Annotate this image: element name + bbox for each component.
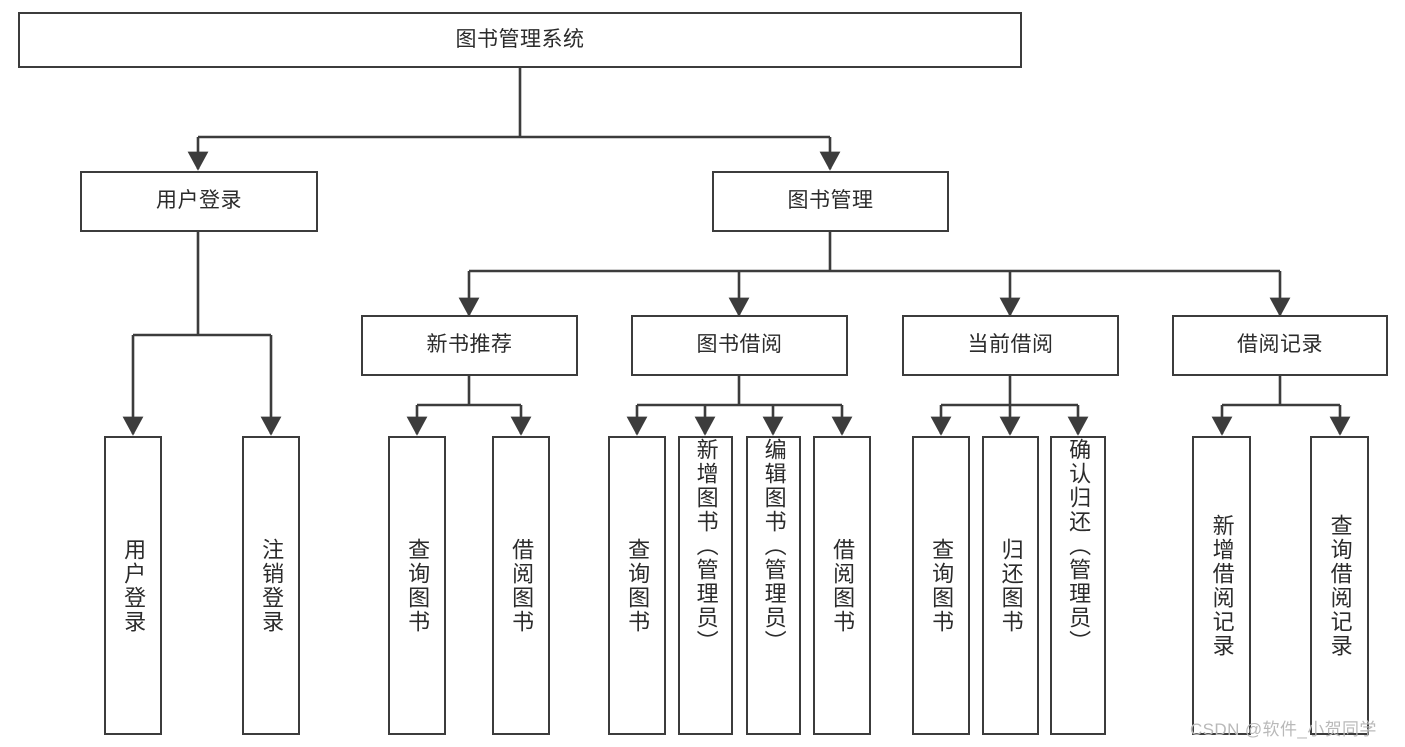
node-leaf-logout-label: 注销登录	[259, 537, 285, 634]
node-leaf-add-book[interactable]: 新增图书（管理员）	[678, 436, 733, 735]
node-user-login[interactable]: 用户登录	[80, 171, 318, 232]
node-leaf-confirm-return-label: 确认归还（管理员）	[1066, 438, 1092, 654]
node-leaf-add-record[interactable]: 新增借阅记录	[1192, 436, 1251, 735]
node-borrow-record-label: 借阅记录	[1237, 333, 1323, 357]
node-leaf-confirm-return[interactable]: 确认归还（管理员）	[1050, 436, 1106, 735]
node-leaf-user-login-label: 用户登录	[121, 537, 147, 634]
node-borrow-record[interactable]: 借阅记录	[1172, 315, 1388, 376]
node-user-login-label: 用户登录	[156, 189, 242, 213]
node-root[interactable]: 图书管理系统	[18, 12, 1022, 68]
node-leaf-borrow-book-2-label: 借阅图书	[830, 537, 856, 634]
node-leaf-borrow-book-1[interactable]: 借阅图书	[492, 436, 550, 735]
node-leaf-borrow-book-2[interactable]: 借阅图书	[813, 436, 871, 735]
node-new-book-rec-label: 新书推荐	[426, 333, 513, 357]
node-leaf-query-book-1-label: 查询图书	[405, 537, 431, 634]
node-leaf-query-record-label: 查询借阅记录	[1327, 513, 1353, 658]
node-book-manage[interactable]: 图书管理	[712, 171, 949, 232]
node-root-label: 图书管理系统	[455, 27, 585, 51]
node-leaf-edit-book-label: 编辑图书（管理员）	[761, 438, 787, 654]
node-leaf-query-book-3[interactable]: 查询图书	[912, 436, 970, 735]
node-current-borrow[interactable]: 当前借阅	[902, 315, 1119, 376]
node-book-manage-label: 图书管理	[787, 189, 874, 213]
node-leaf-logout[interactable]: 注销登录	[242, 436, 300, 735]
node-leaf-return-book[interactable]: 归还图书	[982, 436, 1039, 735]
node-leaf-user-login[interactable]: 用户登录	[104, 436, 162, 735]
node-book-borrow[interactable]: 图书借阅	[631, 315, 848, 376]
node-leaf-query-book-1[interactable]: 查询图书	[388, 436, 446, 735]
node-current-borrow-label: 当前借阅	[967, 333, 1054, 357]
node-leaf-add-book-label: 新增图书（管理员）	[693, 438, 719, 654]
node-book-borrow-label: 图书借阅	[696, 333, 783, 357]
node-leaf-query-book-2[interactable]: 查询图书	[608, 436, 666, 735]
node-leaf-borrow-book-1-label: 借阅图书	[509, 537, 535, 634]
node-new-book-rec[interactable]: 新书推荐	[361, 315, 578, 376]
node-leaf-add-record-label: 新增借阅记录	[1209, 513, 1235, 658]
node-leaf-edit-book[interactable]: 编辑图书（管理员）	[746, 436, 801, 735]
node-leaf-query-book-3-label: 查询图书	[929, 537, 955, 634]
node-leaf-return-book-label: 归还图书	[998, 537, 1024, 634]
node-leaf-query-book-2-label: 查询图书	[625, 537, 651, 634]
node-leaf-query-record[interactable]: 查询借阅记录	[1310, 436, 1369, 735]
